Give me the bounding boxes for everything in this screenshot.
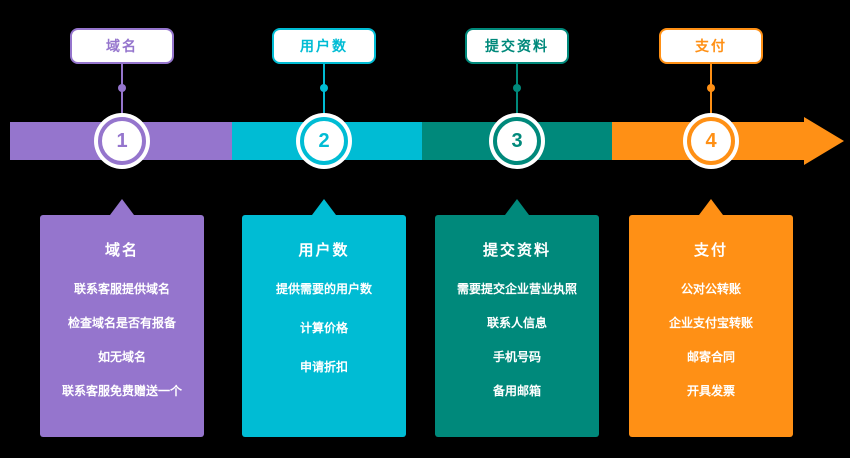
card-item: 联系人信息: [486, 316, 547, 330]
card-item: 公对公转账: [680, 282, 741, 296]
card-pointer-icon: [312, 199, 336, 215]
arrowhead-icon: [804, 117, 844, 165]
card-item: 检查域名是否有报备: [67, 316, 176, 330]
step-label: 用户数: [272, 28, 376, 64]
step-number: 2: [318, 129, 330, 152]
card-title: 域名: [104, 242, 139, 259]
connector-dot-icon: [513, 84, 521, 92]
card-item-list: 提供需要的用户数 计算价格 申请折扣: [242, 280, 406, 375]
step-submit-info: 提交资料 3 提交资料 需要提交企业营业执照 联系人信息 手机号码 备用邮箱: [435, 0, 599, 458]
card-item-list: 公对公转账 企业支付宝转账 邮寄合同 开具发票: [629, 280, 793, 399]
step-number: 3: [511, 129, 523, 152]
card-pointer-icon: [505, 199, 529, 215]
card-item: 企业支付宝转账: [668, 316, 753, 330]
card-item: 提供需要的用户数: [275, 282, 372, 296]
step-label: 支付: [659, 28, 763, 64]
step-label: 提交资料: [465, 28, 569, 64]
card-item-list: 需要提交企业营业执照 联系人信息 手机号码 备用邮箱: [435, 280, 599, 399]
card-pointer-icon: [110, 199, 134, 215]
step-payment: 支付 4 支付 公对公转账 企业支付宝转账 邮寄合同 开具发票: [629, 0, 793, 458]
card-title: 提交资料: [482, 242, 551, 259]
card-item: 手机号码: [492, 350, 541, 364]
step-number-badge: 3: [493, 117, 541, 165]
card-item: 联系客服免费赠送一个: [61, 384, 182, 398]
card-item: 开具发票: [686, 384, 735, 398]
step-label: 域名: [70, 28, 174, 64]
card-item: 申请折扣: [299, 360, 348, 374]
step-number-badge: 2: [300, 117, 348, 165]
card-title: 用户数: [298, 242, 350, 259]
card-item: 邮寄合同: [686, 350, 735, 364]
card-item-list: 联系客服提供域名 检查域名是否有报备 如无域名 联系客服免费赠送一个: [40, 280, 204, 399]
step-number: 1: [116, 129, 128, 152]
card-item: 备用邮箱: [492, 384, 541, 398]
step-number-badge: 4: [687, 117, 735, 165]
step-number-badge: 1: [98, 117, 146, 165]
step-card: 域名 联系客服提供域名 检查域名是否有报备 如无域名 联系客服免费赠送一个: [40, 199, 204, 437]
connector-dot-icon: [320, 84, 328, 92]
card-item: 联系客服提供域名: [73, 282, 170, 296]
step-domain: 域名 1 域名 联系客服提供域名 检查域名是否有报备 如无域名 联系客服免费赠送…: [40, 0, 204, 458]
step-number: 4: [705, 129, 717, 152]
step-card: 用户数 提供需要的用户数 计算价格 申请折扣: [242, 199, 406, 437]
step-card: 支付 公对公转账 企业支付宝转账 邮寄合同 开具发票: [629, 199, 793, 437]
connector-dot-icon: [118, 84, 126, 92]
card-pointer-icon: [699, 199, 723, 215]
card-title: 支付: [693, 242, 728, 259]
step-user-count: 用户数 2 用户数 提供需要的用户数 计算价格 申请折扣: [242, 0, 406, 458]
card-item: 计算价格: [299, 321, 348, 335]
step-card: 提交资料 需要提交企业营业执照 联系人信息 手机号码 备用邮箱: [435, 199, 599, 437]
card-item: 需要提交企业营业执照: [456, 282, 577, 296]
connector-dot-icon: [707, 84, 715, 92]
card-item: 如无域名: [97, 350, 146, 364]
